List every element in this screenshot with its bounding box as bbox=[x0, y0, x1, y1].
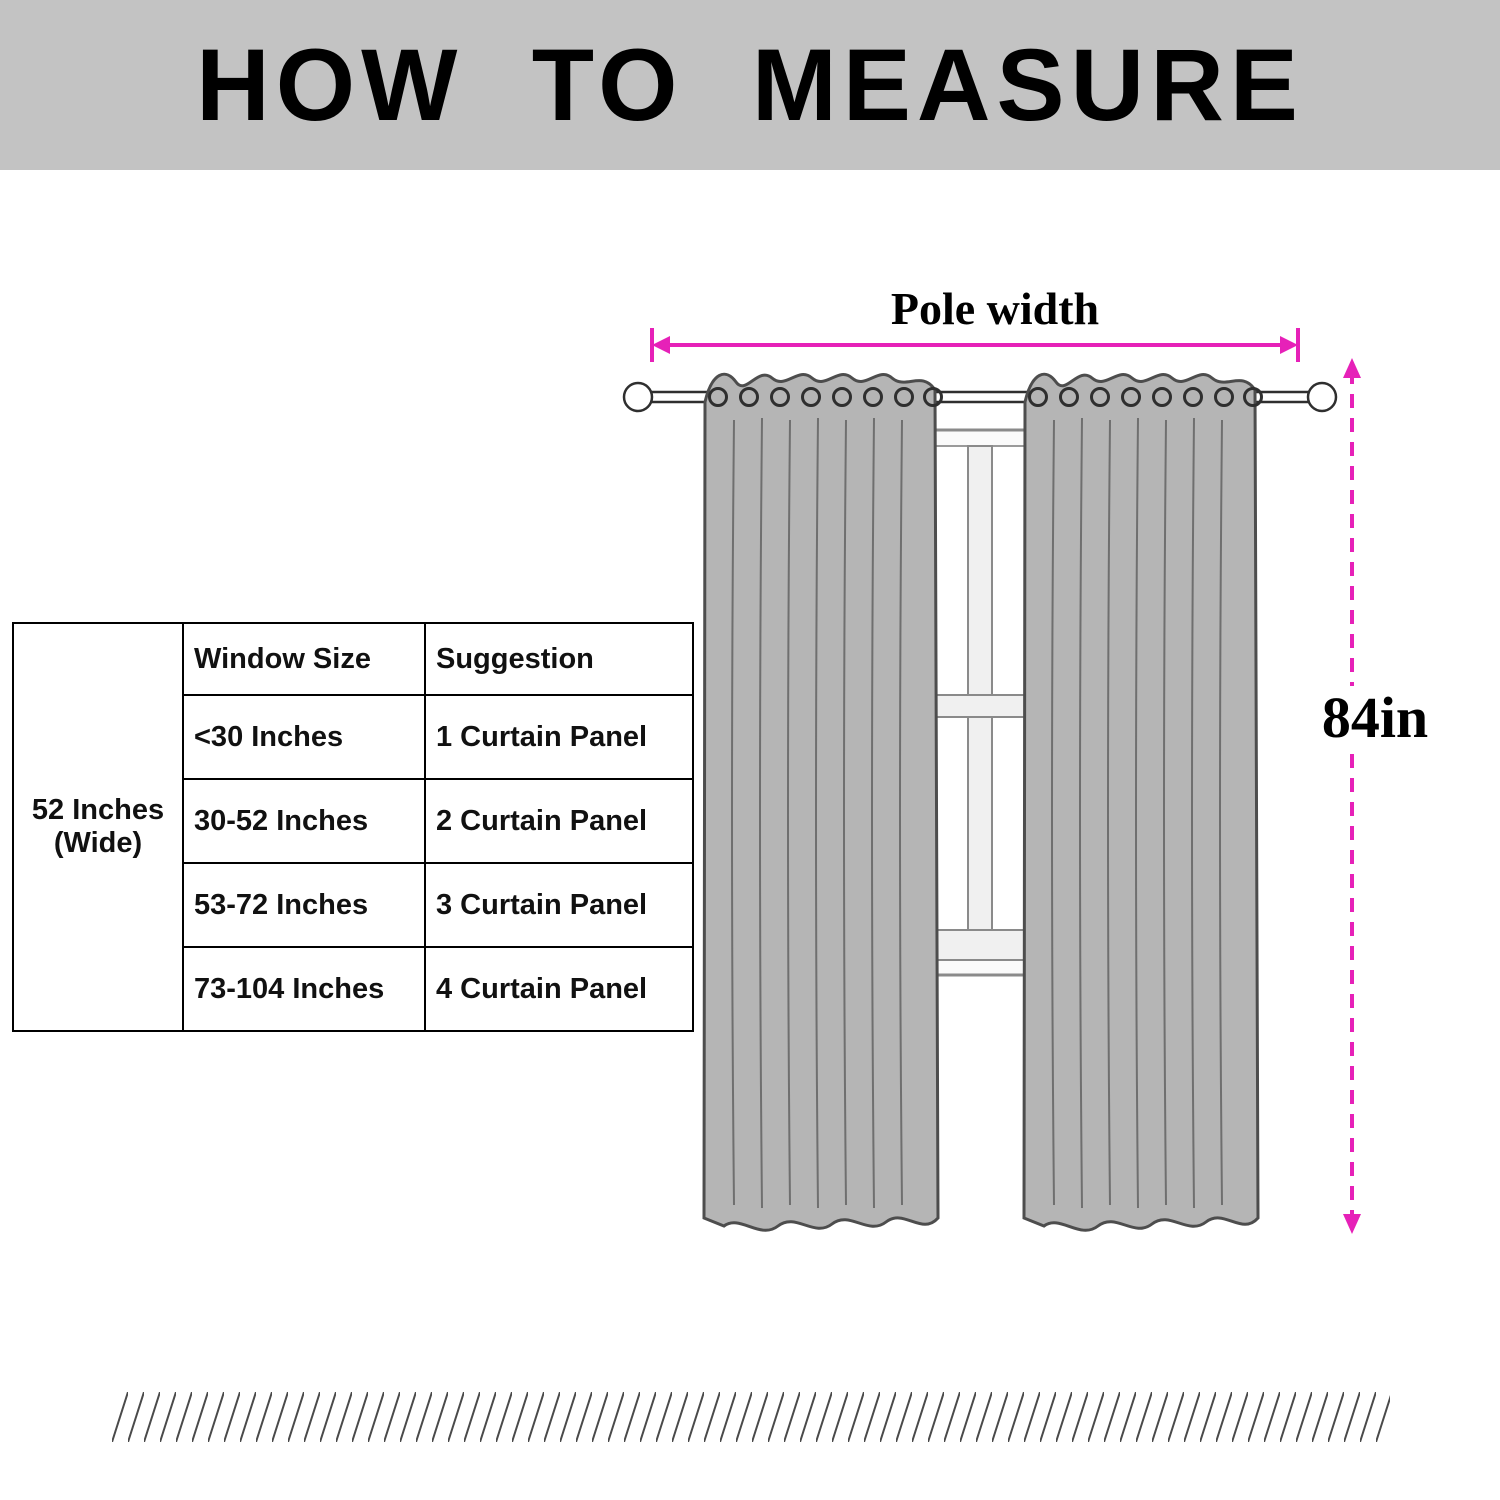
header-banner: HOW TO MEASURE bbox=[0, 0, 1500, 170]
curtain-measure-diagram bbox=[622, 328, 1361, 1234]
cell-window-size: 53-72 Inches bbox=[182, 862, 426, 948]
left-panel-rings bbox=[708, 387, 943, 407]
right-panel-rings bbox=[1028, 387, 1263, 407]
table-row: 30-52 Inches 2 Curtain Panel bbox=[13, 778, 694, 864]
height-label: 84in bbox=[1290, 686, 1460, 750]
left-panel-fold-lines bbox=[731, 417, 903, 1209]
height-dimension-arrow bbox=[1343, 358, 1361, 1234]
left-curtain-panel bbox=[702, 372, 943, 1232]
table-row: 73-104 Inches 4 Curtain Panel bbox=[13, 946, 694, 1032]
right-curtain-panel bbox=[1022, 372, 1263, 1232]
size-suggestion-table: 52 Inches (Wide) Window Size Suggestion … bbox=[12, 622, 694, 1032]
size-table-container: 52 Inches (Wide) Window Size Suggestion … bbox=[12, 622, 694, 1032]
cell-suggestion: 1 Curtain Panel bbox=[424, 694, 694, 780]
cell-window-size: 73-104 Inches bbox=[182, 946, 426, 1032]
pole-width-label: Pole width bbox=[890, 283, 1100, 334]
table-side-label: 52 Inches (Wide) bbox=[12, 622, 184, 1032]
cell-suggestion: 3 Curtain Panel bbox=[424, 862, 694, 948]
rod-finial-right bbox=[1306, 381, 1338, 413]
page-title: HOW TO MEASURE bbox=[196, 27, 1304, 142]
pole-width-arrow bbox=[650, 328, 1300, 362]
table-header-window-size: Window Size bbox=[182, 622, 426, 696]
cell-window-size: 30-52 Inches bbox=[182, 778, 426, 864]
right-panel-fold-lines bbox=[1051, 417, 1223, 1209]
cell-suggestion: 2 Curtain Panel bbox=[424, 778, 694, 864]
cell-window-size: <30 Inches bbox=[182, 694, 426, 780]
table-header-suggestion: Suggestion bbox=[424, 622, 694, 696]
table-row: <30 Inches 1 Curtain Panel bbox=[13, 694, 694, 780]
cell-suggestion: 4 Curtain Panel bbox=[424, 946, 694, 1032]
table-row: 53-72 Inches 3 Curtain Panel bbox=[13, 862, 694, 948]
ground-hatching bbox=[112, 1392, 1390, 1442]
rod-finial-left bbox=[622, 381, 654, 413]
curtain-rod bbox=[622, 381, 1338, 413]
